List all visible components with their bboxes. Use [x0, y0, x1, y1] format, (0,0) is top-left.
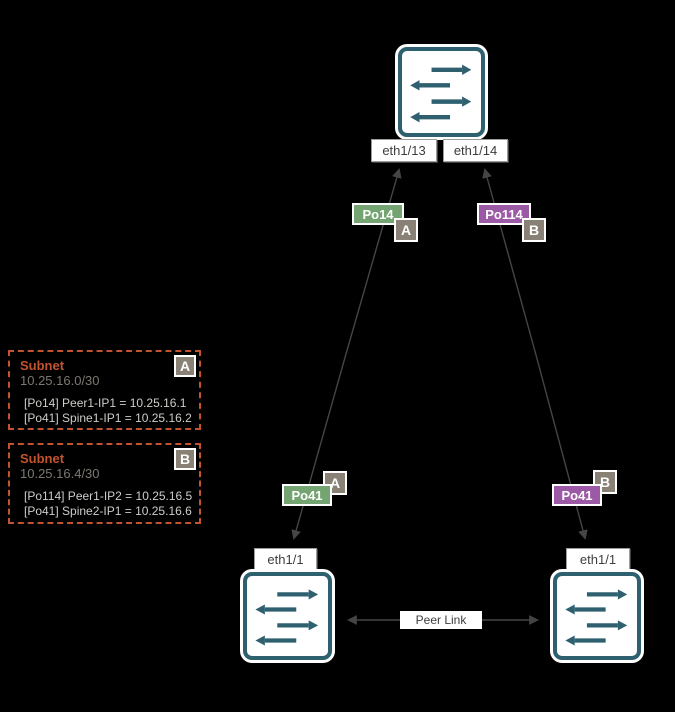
subnet-b-entry-2: [Po41] Spine2-IP1 = 10.25.16.6: [24, 504, 192, 518]
link-left-up-arrow: [345, 168, 402, 355]
spine-switch-icon: [398, 47, 485, 137]
link-left-down-arrow: [291, 353, 347, 540]
subnet-b-entries: [Po114] Peer1-IP2 = 10.25.16.5 [Po41] Sp…: [20, 489, 193, 519]
subnet-a-entry-2: [Po41] Spine1-IP1 = 10.25.16.2: [24, 411, 192, 425]
link-right-down-arrow: [535, 354, 588, 540]
subnet-a-badge: A: [174, 355, 196, 377]
peer-link-label: Peer Link: [400, 611, 482, 629]
spine-port-eth1-14: eth1/14: [443, 139, 508, 162]
leaf-right-switch-icon: [553, 572, 641, 660]
badge-b-bottom: B: [593, 470, 617, 494]
spine-port-eth1-13: eth1/13: [371, 139, 437, 162]
link-right-up-arrow: [482, 168, 537, 356]
subnet-b-cidr: 10.25.16.4/30: [20, 466, 100, 481]
switch-arrows-icon: [255, 589, 319, 646]
subnet-b-title: Subnet: [20, 451, 65, 466]
leaf-left-port-eth1-1: eth1/1: [254, 548, 317, 570]
leaf-right-port-eth1-1: eth1/1: [566, 548, 630, 570]
subnet-a-title: Subnet: [20, 358, 65, 373]
switch-arrows-icon: [565, 589, 628, 646]
subnet-a-entry-1: [Po14] Peer1-IP1 = 10.25.16.1: [24, 396, 187, 410]
po41-right-label: Po41: [552, 484, 602, 506]
po14-label: Po14: [352, 203, 404, 225]
subnet-a-cidr: 10.25.16.0/30: [20, 373, 100, 388]
badge-a-top: A: [394, 218, 418, 242]
subnet-b-entry-1: [Po114] Peer1-IP2 = 10.25.16.5: [24, 489, 193, 503]
subnet-box-a: A Subnet 10.25.16.0/30 [Po14] Peer1-IP1 …: [8, 350, 201, 430]
switch-arrows-icon: [410, 64, 472, 123]
po41-left-label: Po41: [282, 484, 332, 506]
subnet-b-badge: B: [174, 448, 196, 470]
leaf-left-switch-icon: [243, 572, 332, 660]
po114-label: Po114: [477, 203, 531, 225]
subnet-box-b: B Subnet 10.25.16.4/30 [Po114] Peer1-IP2…: [8, 443, 201, 524]
badge-b-top: B: [522, 218, 546, 242]
subnet-a-entries: [Po14] Peer1-IP1 = 10.25.16.1 [Po41] Spi…: [20, 396, 192, 426]
